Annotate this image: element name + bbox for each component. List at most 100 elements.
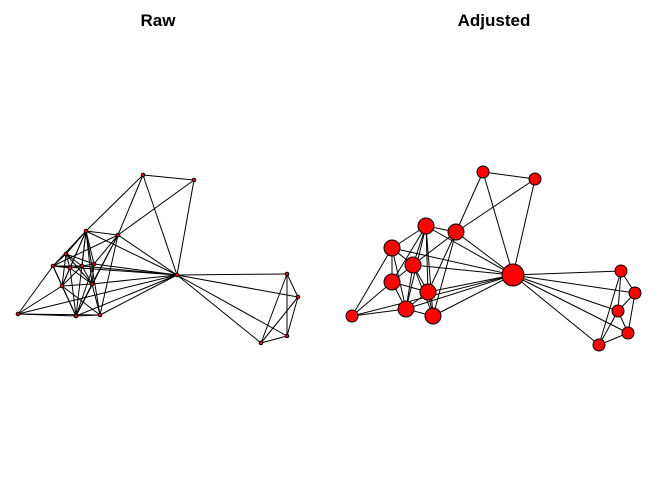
raw-edge (117, 234, 178, 276)
raw-edge (81, 265, 178, 276)
adjusted-edge (412, 231, 457, 266)
adjusted-node (592, 338, 606, 352)
raw-edge (91, 274, 178, 285)
raw-edge (176, 274, 299, 298)
raw-node (79, 263, 85, 269)
adjusted-node (383, 273, 401, 291)
raw-node (174, 272, 180, 278)
raw-node (115, 232, 121, 238)
raw-edge (75, 230, 87, 317)
adjusted-edge (427, 274, 514, 293)
raw-node (191, 177, 197, 183)
raw-edge (260, 296, 299, 344)
network-graph-adjusted (345, 165, 642, 352)
adjusted-node (628, 286, 642, 300)
adjusted-edge (391, 247, 514, 276)
adjusted-edge (512, 274, 636, 294)
raw-edge (91, 283, 101, 316)
raw-edge (75, 283, 93, 317)
raw-edge (17, 265, 54, 315)
raw-edge (61, 265, 83, 287)
raw-edge (65, 230, 87, 255)
raw-edge (52, 234, 119, 267)
raw-node (284, 271, 290, 277)
adjusted-node (417, 217, 435, 235)
raw-edge (99, 274, 178, 316)
raw-node (83, 228, 89, 234)
adjusted-edge (598, 270, 622, 346)
raw-node (59, 283, 65, 289)
adjusted-edge (351, 281, 393, 317)
adjusted-edge (425, 225, 514, 276)
raw-edge (260, 335, 288, 344)
adjusted-edge (512, 270, 622, 276)
adjusted-edge (427, 231, 457, 293)
adjusted-node (447, 223, 465, 241)
adjusted-edge (512, 178, 536, 276)
adjusted-edge (351, 247, 393, 317)
adjusted-edge (412, 264, 514, 276)
raw-edge (61, 267, 71, 287)
network-graph-raw (15, 172, 301, 346)
adjusted-edge (432, 231, 457, 317)
adjusted-node (424, 307, 442, 325)
raw-edge (260, 273, 288, 344)
raw-edge (65, 253, 83, 267)
adjusted-edge (425, 225, 429, 293)
raw-node (91, 261, 97, 267)
raw-node (89, 281, 95, 287)
raw-edge (93, 263, 178, 276)
raw-edge (99, 234, 119, 316)
raw-edge (176, 274, 288, 337)
raw-edge (65, 253, 95, 265)
raw-edge (17, 285, 63, 315)
raw-edge (17, 274, 178, 315)
raw-edge (61, 253, 67, 287)
adjusted-node (397, 300, 415, 318)
adjusted-node (345, 309, 359, 323)
raw-edge (176, 274, 262, 344)
raw-edge (117, 179, 195, 236)
raw-node (97, 312, 103, 318)
raw-edge (65, 253, 71, 269)
raw-edge (61, 285, 101, 316)
raw-node (295, 294, 301, 300)
adjusted-node (383, 239, 401, 257)
adjusted-edge (482, 171, 514, 276)
adjusted-edge (512, 274, 619, 312)
raw-edge (75, 263, 95, 317)
raw-edge (81, 265, 93, 285)
panel-title-raw: Raw (141, 11, 177, 30)
raw-edge (142, 174, 178, 276)
raw-node (73, 313, 79, 319)
raw-edge (286, 296, 299, 337)
adjusted-node (476, 165, 490, 179)
raw-edge (93, 234, 119, 265)
adjusted-node (614, 264, 628, 278)
raw-node (50, 263, 56, 269)
adjusted-edge (455, 231, 514, 276)
raw-edge (69, 267, 77, 317)
raw-edge (91, 263, 95, 285)
raw-edge (61, 283, 93, 287)
raw-edge (85, 230, 178, 276)
adjusted-edge (455, 178, 536, 233)
adjusted-node (621, 326, 635, 340)
raw-node (258, 340, 264, 346)
raw-edge (17, 313, 101, 316)
raw-edge (176, 273, 288, 276)
raw-node (15, 311, 21, 317)
raw-edge (176, 179, 195, 276)
raw-node (67, 265, 73, 271)
raw-edge (75, 274, 178, 317)
raw-edge (75, 314, 101, 317)
adjusted-edge (351, 308, 407, 317)
adjusted-edge (512, 274, 629, 334)
adjusted-edge (482, 171, 536, 180)
adjusted-node (501, 263, 525, 287)
raw-edge (142, 174, 195, 181)
adjusted-node (404, 256, 422, 274)
raw-edge (286, 273, 299, 298)
raw-edge (85, 230, 119, 236)
